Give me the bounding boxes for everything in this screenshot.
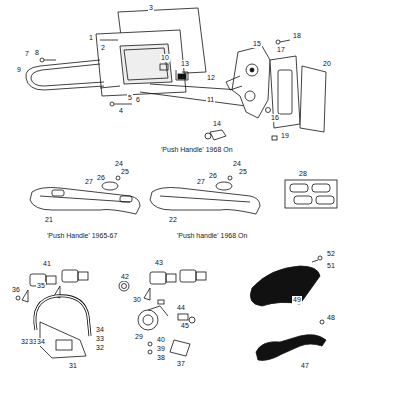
callout-number: 26 [96,174,106,182]
callout-number: 14 [212,120,222,128]
callout-number: 47 [300,362,310,370]
callout-number: 18 [292,32,302,40]
callout-number: 6 [135,96,141,104]
callout-number: 21 [44,216,54,224]
callout-number: 33 [95,335,105,343]
callout-number: 25 [238,168,248,176]
callout-number: 12 [206,74,216,82]
callout-number: 44 [176,304,186,312]
callout-number: 40 [156,336,166,344]
callout-number: 38 [156,354,166,362]
callout-number: 15 [252,40,262,48]
callout-number: 3 [148,4,154,12]
callout-number: 32 [95,344,105,352]
callout-number: 28 [298,170,308,178]
callout-number: 10 [160,54,170,62]
callout-number: 26 [208,172,218,180]
callout-number: 45 [180,322,190,330]
callout-number: 8 [34,49,40,57]
callout-number: 25 [120,168,130,176]
callout-number: 49 [292,296,302,304]
callout-number: 43 [154,259,164,267]
callout-number: 51 [326,262,336,270]
callout-number: 37 [176,360,186,368]
callout-number: 24 [114,160,124,168]
callout-number: 7 [24,50,30,58]
callout-number: 24 [232,160,242,168]
caption-text: 'Push Handle' 1968 On [160,146,234,154]
callout-number: 11 [206,96,215,104]
callout-number: 19 [280,132,290,140]
callout-number: 4 [118,107,124,115]
callout-number: 17 [276,46,286,54]
caption-text: 'Push handle' 1968 On [176,232,248,240]
caption-text: 'Push Handle' 1965-67 [46,232,118,240]
callout-number: 41 [42,260,52,268]
callout-number: 9 [16,66,22,74]
callout-number: 31 [68,362,78,370]
callout-number: 16 [270,114,280,122]
callout-number: 27 [84,178,94,186]
callout-number: 52 [326,250,336,258]
callout-number: 20 [322,60,332,68]
callout-number: 34 [36,338,46,346]
callout-number: 36 [11,286,21,294]
callout-number: 42 [120,273,130,281]
callout-number: 2 [100,44,106,52]
callout-number: 1 [88,34,94,42]
callout-number: 22 [168,216,178,224]
callout-number: 13 [180,60,190,68]
callout-number: 29 [134,333,144,341]
callout-number: 35 [36,282,46,290]
callout-number: 34 [95,326,105,334]
callout-number: 5 [127,94,133,102]
callout-number: 48 [326,314,336,322]
callout-number: 30 [132,296,142,304]
callout-number: 39 [156,345,166,353]
callout-number: 27 [196,178,206,186]
